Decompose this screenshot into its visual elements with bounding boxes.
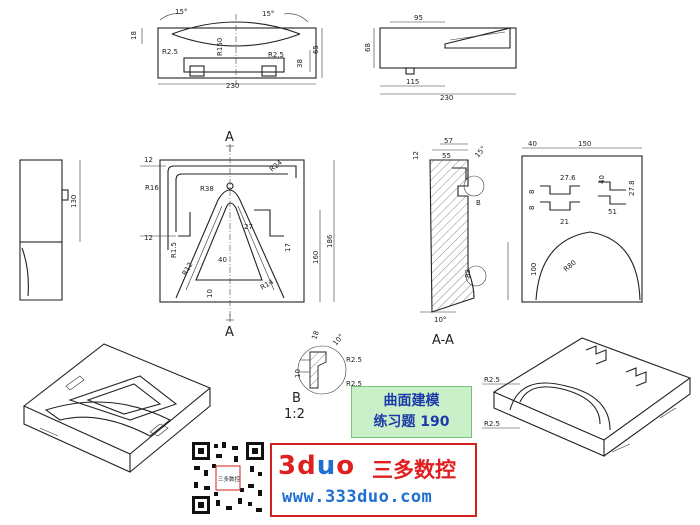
dim-top-18: 18 [130,31,138,40]
detail-label: B [292,391,301,406]
brand-name: 三多数控 [372,458,456,482]
section-cut-bottom: A [225,325,234,340]
dim-side-230: 230 [440,94,453,102]
dim-sec-15deg: 15° [473,145,487,160]
section-aa-label: A-A [432,333,454,348]
front-view: A A 12 R16 R38 R24 27 R14 40 12 10 160 1… [140,130,335,340]
dim-top-15b: 15° [262,10,274,18]
dim-right-51: 51 [608,208,617,216]
dim-right-150: 150 [578,140,591,148]
dim-right-27-6: 27.6 [560,174,576,182]
qr-caption: 三多数控 [218,475,241,483]
isometric-view-left [22,343,212,473]
dim-front-r38: R38 [200,185,214,193]
dim-detail-10: 10 [294,369,302,378]
dim-sec-10deg: 10° [434,316,446,324]
section-cut-top: A [225,130,234,145]
logo-part-d: d [297,451,317,481]
dim-front-27: 27 [244,223,253,231]
dim-left-130: 130 [70,195,78,208]
dim-sec-12: 12 [412,151,420,160]
dim-right-40b: 40 [598,175,606,184]
dim-side-115: 115 [406,78,419,86]
dim-right-21: 21 [560,218,569,226]
dim-detail-r25b: R2.5 [346,380,362,388]
dim-side-68: 68 [364,43,372,52]
dim-top-230: 230 [226,82,239,90]
dim-right-8b: 8 [528,206,536,210]
brand-logo: 3duo [278,451,355,481]
dim-top-65: 65 [312,45,320,54]
dim-detail-18: 18 [310,330,321,341]
title-line-1: 曲面建模 [383,393,440,409]
dim-top-38: 38 [296,59,304,68]
dim-right-40a: 40 [528,140,537,148]
detail-marker-b: B [476,199,481,207]
callout-r25-lower: R2.5 [484,420,500,428]
top-view: 18 15° 15° R150 R2.5 R2.5 38 65 230 [130,8,323,90]
detail-b-view: 10 18 10° R2.5 R2.5 B 1:2 [284,330,362,422]
dim-front-12a: 12 [144,156,153,164]
dim-right-27-8: 27.8 [628,180,636,196]
dim-top-15a: 15° [175,8,187,16]
dim-side-95: 95 [414,14,423,22]
left-view: 130 [19,159,81,301]
dim-front-r16: R16 [145,184,159,192]
dim-sec-57: 57 [444,137,453,145]
dim-right-8a: 8 [528,190,536,194]
title-line-2: 练习题 190 [373,414,450,430]
dim-front-17: 17 [284,243,292,252]
logo-part-u: u [316,451,337,481]
section-aa-view: 12 57 55 15° 83 10° B A-A [412,137,488,348]
dim-top-r25a: R2.5 [162,48,178,56]
dim-sec-83: 83 [464,269,472,278]
dim-front-160: 160 [312,251,320,264]
dim-front-10: 10 [206,289,214,298]
callout-r25-upper: R2.5 [484,376,500,384]
detail-scale: 1:2 [284,407,305,422]
dim-top-r25b: R2.5 [268,51,284,59]
isometric-view-right: R2.5 R2.5 [482,337,692,457]
side-view: 95 68 115 230 [364,14,517,102]
qr-code[interactable]: 三多数控 [190,440,266,516]
dim-front-12b: 12 [144,234,153,242]
logo-part-o: o [336,451,356,481]
dim-front-r15: R1.5 [170,242,178,258]
dim-front-40: 40 [218,256,227,264]
dim-right-100: 100 [530,263,538,276]
dim-right-r80: R80 [562,259,578,274]
dim-top-r150: R150 [216,38,224,56]
right-view: 40 150 27.6 40 27.8 8 8 21 51 100 R80 [507,140,643,303]
dim-sec-55: 55 [442,152,451,160]
brand-url-link[interactable]: www.333duo.com [282,487,433,507]
dim-front-186: 186 [326,234,334,248]
logo-part-3: 3 [278,451,298,481]
brand-box[interactable]: 3duo 三多数控 www.333duo.com [270,443,477,517]
title-box: 曲面建模 练习题 190 [351,386,472,438]
dim-detail-10deg: 10° [331,333,345,348]
dim-detail-r25a: R2.5 [346,356,362,364]
